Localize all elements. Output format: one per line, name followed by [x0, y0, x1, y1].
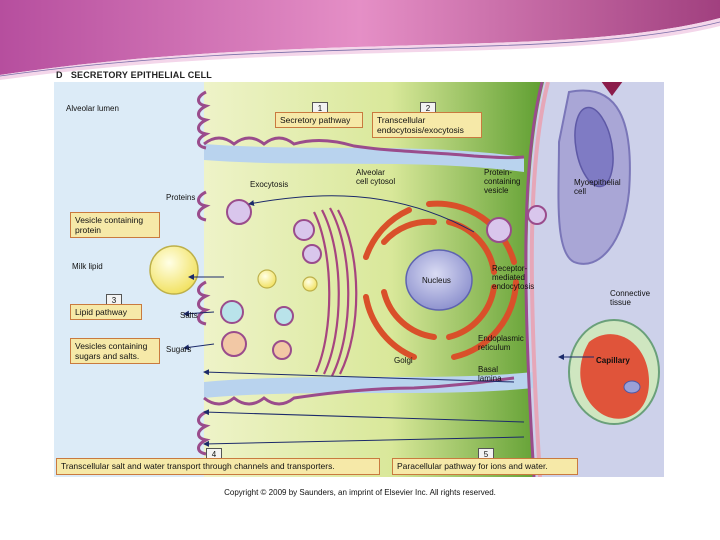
label-capillary: Capillary [596, 356, 630, 365]
upper-intercellular-space [204, 144, 524, 172]
pointer-arrow [601, 82, 623, 96]
label-salts: Salts [180, 311, 198, 320]
callout-lipid-pathway: Lipid pathway [70, 304, 142, 320]
callout-paracellular-pathway: Paracellular pathway for ions and water. [392, 458, 578, 475]
label-milk-lipid: Milk lipid [72, 262, 103, 271]
label-exocytosis: Exocytosis [250, 180, 289, 189]
vesicles [149, 199, 547, 360]
apical-membrane [197, 90, 211, 456]
capillary-cell [623, 380, 641, 394]
endoplasmic-reticulum [363, 200, 519, 360]
callout-transcellular-salt-water: Transcellular salt and water transport t… [56, 458, 380, 475]
slide-header-decoration [0, 0, 720, 80]
lower-membrane [203, 376, 515, 406]
label-golgi: Golgi [394, 356, 413, 365]
figure-title: D SECRETORY EPITHELIAL CELL [56, 70, 212, 80]
basal-membrane [524, 82, 544, 477]
myoepithelial-nucleus [574, 106, 614, 188]
label-sugars: Sugars [166, 345, 192, 354]
cell-diagram-artwork [54, 82, 664, 477]
basal-lamina [529, 82, 550, 477]
label-nucleus: Nucleus [422, 276, 451, 285]
callout-secretory-pathway: Secretory pathway [275, 112, 363, 128]
golgi-apparatus [313, 207, 358, 377]
transport-arrows [183, 195, 594, 447]
cell-diagram: Alveolar lumen Proteins Exocytosis Alveo… [54, 82, 664, 477]
label-proteins: Proteins [166, 193, 196, 202]
nucleus [405, 249, 473, 311]
callout-number-4: 4 [206, 448, 222, 461]
milk-lipid-droplet [149, 245, 199, 295]
upper-membrane [203, 136, 525, 160]
copyright-notice: Copyright © 2009 by Saunders, an imprint… [224, 488, 496, 497]
label-alveolar-lumen: Alveolar lumen [66, 104, 119, 113]
capillary-blood [580, 334, 649, 419]
lower-intercellular-space [204, 372, 534, 398]
